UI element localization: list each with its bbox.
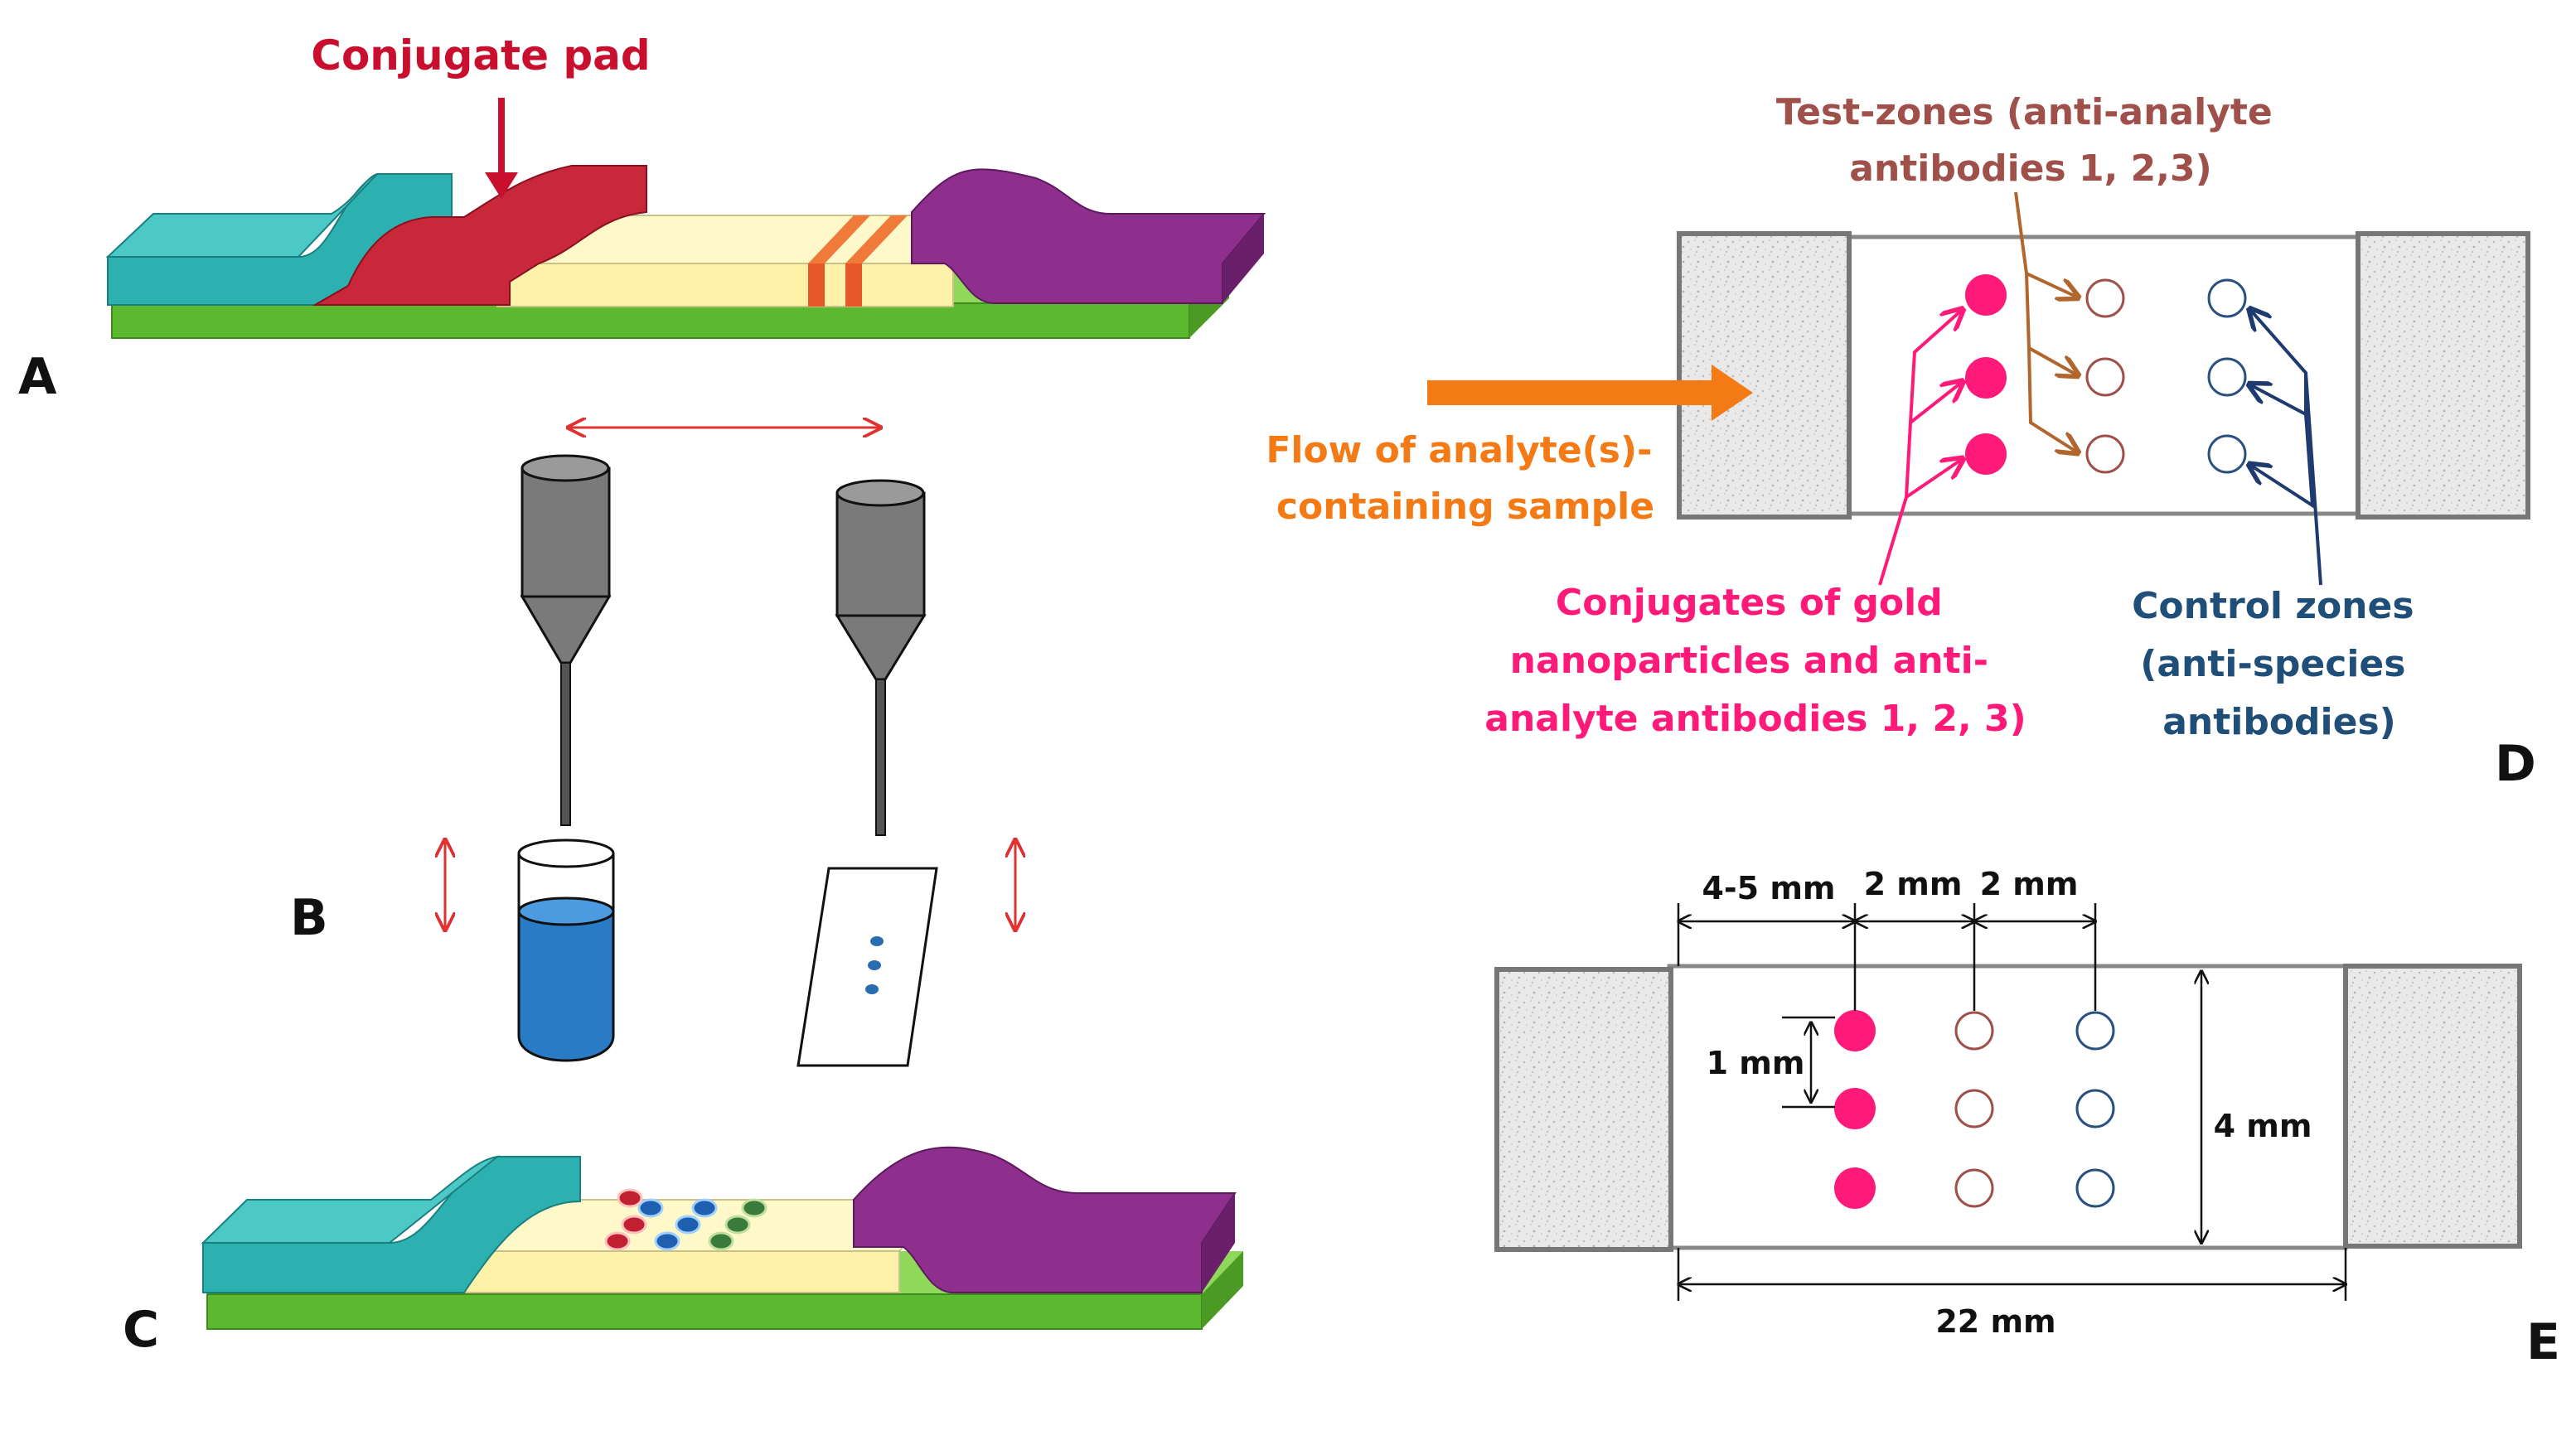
backing-card-c-front: [206, 1293, 1203, 1330]
backing-card-c-side: [1202, 1251, 1243, 1329]
test-line-1-front: [808, 263, 825, 307]
membrane-front: [496, 263, 954, 307]
conjugate-dot-e-3: [1834, 1167, 1876, 1209]
dim-22-mm: 22 mm: [1935, 1303, 2055, 1340]
right-pad-d: [2356, 231, 2530, 520]
absorbent-pad-side: [1223, 214, 1264, 303]
conjugate-pointers: [1878, 311, 1961, 586]
test-line-2-front: [845, 263, 862, 307]
test-zone-e-2: [1954, 1089, 1994, 1128]
control-zones-label: Control zones (anti-species antibodies): [2132, 585, 2427, 743]
conjugate-pad: [312, 165, 647, 306]
test-zone-e-1: [1954, 1011, 1994, 1051]
dim-4-5-mm: 4-5 mm: [1702, 870, 1835, 906]
test-zone-2: [2085, 357, 2125, 397]
dim-4-mm: 4 mm: [2214, 1108, 2312, 1144]
left-pad-d: [1677, 231, 1852, 520]
conjugate-dot-e-1: [1834, 1010, 1876, 1051]
dim-1-mm: 1 mm: [1707, 1045, 1805, 1081]
backing-card-front: [111, 302, 1190, 339]
glass-slide: [797, 867, 938, 1067]
conjugate-pad-callout: Conjugate pad: [311, 31, 651, 199]
sample-pad-c-top: [201, 1155, 501, 1244]
conjugate-pad-arrow-head: [485, 172, 518, 199]
control-zone-3: [2207, 434, 2247, 474]
test-line-1: [808, 215, 870, 263]
panel-e-letter: E: [2526, 1313, 2560, 1371]
test-zone-1: [2085, 278, 2125, 318]
control-pointers: [2251, 311, 2322, 586]
test-zone-pointers: [2014, 191, 2076, 452]
control-zone-e-1: [2075, 1011, 2115, 1051]
test-zone-e-3: [1954, 1168, 1994, 1208]
control-zone-1: [2207, 278, 2247, 318]
panel-b-letter: B: [290, 889, 328, 947]
flow-arrow-head: [1712, 365, 1753, 421]
panel-a-letter: A: [18, 348, 57, 406]
dim-2-mm-a: 2 mm: [1864, 866, 1963, 902]
panel-d-letter: D: [2495, 735, 2536, 793]
panel-d-diagram: Test-zones (anti-analyte antibodies 1, 2…: [1266, 91, 2530, 743]
control-zone-2: [2207, 357, 2247, 397]
absorbent-pad-c: [853, 1146, 1237, 1293]
reagent-vial: [517, 838, 615, 1062]
conjugate-dot-1: [1965, 274, 2007, 316]
left-pad-e: [1494, 967, 1673, 1252]
dim-2-mm-b: 2 mm: [1980, 866, 2079, 902]
conjugates-label: Conjugates of gold nanoparticles and ant…: [1484, 582, 2026, 740]
dimension-lines: [1678, 903, 2346, 1301]
control-zone-e-3: [2075, 1168, 2115, 1208]
dispenser-nozzle-2: [835, 479, 927, 836]
absorbent-pad-c-side: [1202, 1193, 1235, 1293]
panel-b-dispenser: [445, 428, 1015, 1067]
strip-outline-e: [1667, 964, 2348, 1250]
right-pad-e: [2343, 964, 2522, 1249]
flow-label: Flow of analyte(s)- containing sample: [1266, 429, 1664, 528]
conjugate-dot-3: [1965, 433, 2007, 475]
absorbent-pad: [911, 168, 1266, 304]
conjugate-dot-2: [1965, 357, 2007, 399]
panel-c-strip: [201, 1146, 1243, 1330]
conjugate-pad-label: Conjugate pad: [311, 31, 650, 80]
sample-pad-c: [202, 1156, 581, 1293]
conjugate-dot-e-2: [1834, 1088, 1876, 1129]
dispenser-nozzle-1: [520, 454, 612, 826]
panel-e-diagram: 4-5 mm 2 mm 2 mm 1 mm 4 mm 22 mm: [1494, 866, 2522, 1340]
test-line-2: [845, 215, 908, 263]
control-zone-e-2: [2075, 1089, 2115, 1128]
panel-c-letter: C: [123, 1301, 159, 1359]
test-zones-label: Test-zones (anti-analyte antibodies 1, 2…: [1776, 91, 2285, 190]
test-zone-3: [2085, 434, 2125, 474]
membrane-dots: [604, 1188, 767, 1251]
panel-a-strip: [105, 165, 1266, 339]
sample-pad-top: [105, 173, 378, 258]
